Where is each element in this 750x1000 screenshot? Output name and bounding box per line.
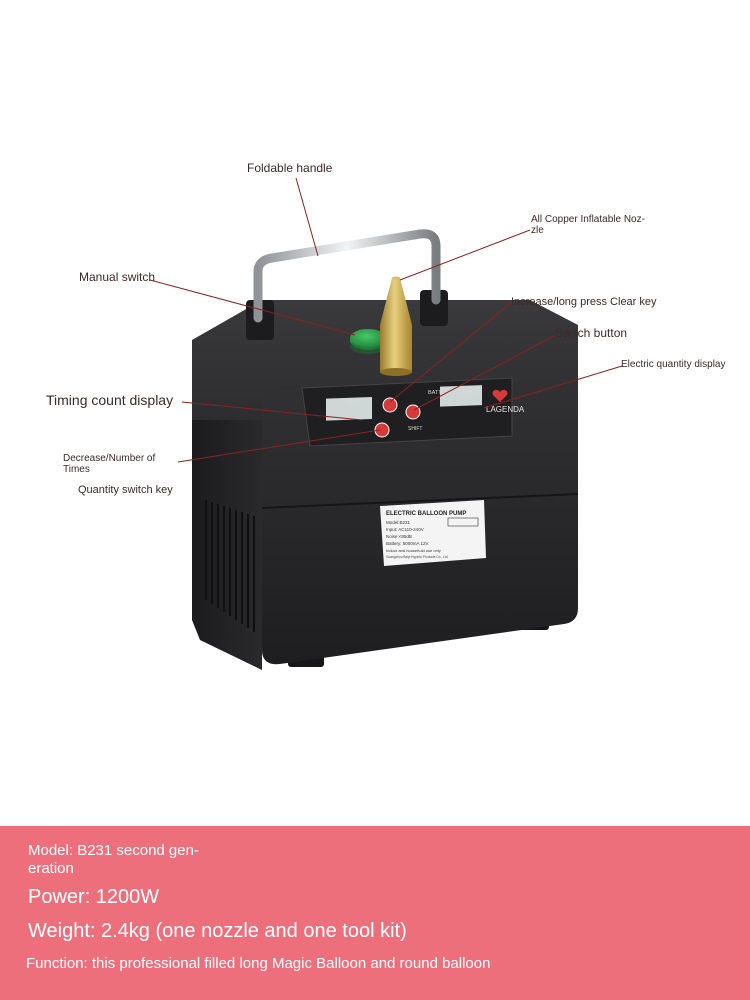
spec-function: Function: this professional filled long …	[26, 955, 491, 972]
label-maker: Guangzhou Baiyi Hyperic Products Co., Lt…	[386, 555, 448, 559]
foldable-handle[interactable]	[253, 229, 441, 323]
callout-decrease-number: Decrease/Number of Times	[63, 453, 156, 475]
callout-timing-count-display: Timing count display	[46, 392, 174, 408]
timer-display	[326, 397, 372, 421]
callout-leader-lines	[149, 177, 623, 463]
callout-increase-clear-key: Increase/long press Clear key	[511, 296, 657, 308]
balloon-pump-illustration: TIMER BATTERY CAPACITY SHIFT LAGENDA ELE…	[149, 177, 623, 670]
label-title: ELECTRIC BALLOON PUMP	[386, 511, 466, 517]
label-noise: Noise:<85dB	[386, 534, 412, 539]
brand-text: LAGENDA	[486, 405, 525, 414]
label-input: Input: AC110-240V	[386, 527, 424, 532]
callout-manual-switch: Manual switch	[79, 270, 156, 284]
product-photo-area: TIMER BATTERY CAPACITY SHIFT LAGENDA ELE…	[46, 161, 726, 670]
side-vent	[205, 500, 255, 632]
handle-post-right	[420, 290, 448, 326]
callout-switch-button: Switch button	[555, 326, 628, 340]
copper-nozzle[interactable]	[380, 278, 412, 372]
lagenda-logo-icon	[492, 389, 508, 402]
increase-clear-key[interactable]	[382, 397, 398, 413]
spec-weight: Weight: 2.4kg (one nozzle and one tool k…	[28, 920, 407, 942]
timer-label: TIMER	[342, 400, 361, 406]
spec-band	[0, 826, 750, 1000]
callout-foldable-handle: Foldable handle	[247, 161, 333, 175]
callout-electric-quantity-display: Electric quantity display	[621, 359, 726, 370]
switch-key[interactable]	[405, 404, 421, 420]
label-use: Indoor and household use only	[386, 548, 441, 553]
decrease-key[interactable]	[374, 422, 390, 438]
certification-marks-icon	[447, 517, 479, 527]
label-battery: Battery: 5000mA 12V	[386, 541, 429, 546]
spec-power: Power: 1200W	[28, 886, 160, 908]
shift-label: SHIFT	[408, 426, 422, 432]
label-model: Model:B231	[386, 520, 411, 525]
product-label-sticker: ELECTRIC BALLOON PUMP Model:B231 Input: …	[380, 500, 486, 566]
callout-quantity-switch-key: Quantity switch key	[78, 484, 173, 496]
callout-copper-nozzle: All Copper Inflatable Noz- zle	[531, 214, 645, 236]
battery-label: BATTERY CAPACITY	[428, 390, 482, 396]
control-panel: TIMER BATTERY CAPACITY SHIFT LAGENDA	[301, 377, 525, 447]
spec-model: Model: B231 second gen- eration	[28, 842, 199, 877]
